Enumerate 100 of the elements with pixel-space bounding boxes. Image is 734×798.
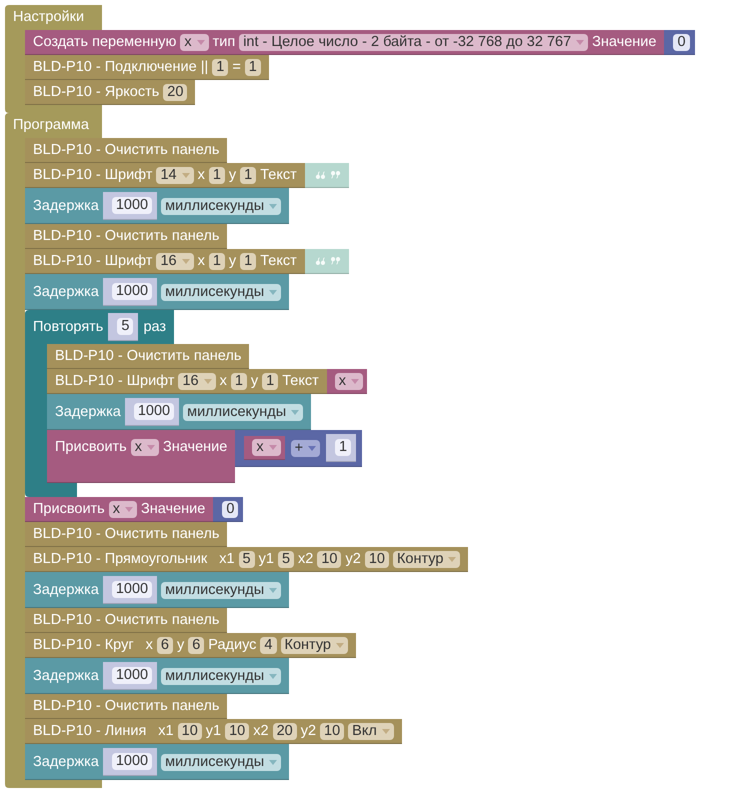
block-label: Повторять [33, 318, 104, 336]
param-label: x [198, 167, 205, 184]
block-label: Настройки [13, 9, 84, 26]
param-label: x [198, 253, 205, 270]
number-field: 6 [156, 637, 173, 654]
param-label: x2 [298, 551, 314, 568]
number-field: 1 [208, 167, 225, 184]
number-field: 5 [117, 318, 134, 335]
number-field: 1000 [112, 753, 152, 770]
param-label: y2 [345, 551, 361, 568]
param-label: раз [143, 318, 166, 336]
command-block [25, 522, 228, 547]
command-block [47, 344, 250, 369]
block-label: Задержка [33, 754, 99, 770]
option-dropdown: 16 [156, 253, 194, 270]
math-block [235, 430, 362, 467]
option-dropdown: Контур [392, 551, 460, 568]
param-label: Текст [260, 253, 297, 270]
number-field: 1000 [112, 283, 152, 300]
number-field: 1 [208, 253, 225, 270]
text-block [304, 249, 349, 274]
param-label: x1 [158, 723, 174, 740]
number-field: 1000 [112, 197, 152, 214]
unit-dropdown: миллисекунды [161, 582, 282, 598]
param-label: Текст [260, 167, 297, 184]
block-label: Задержка [33, 582, 99, 598]
number-field: 1000 [112, 581, 152, 598]
block-label: BLD-P10 - Яркость [33, 84, 160, 101]
number-block [326, 434, 356, 462]
block-label: BLD-P10 - Шрифт [33, 167, 152, 184]
command-block [25, 138, 228, 163]
param-label: Значение [163, 439, 228, 456]
assignment-block [25, 497, 214, 522]
block-label: Задержка [33, 198, 99, 214]
number-field: 10 [178, 723, 202, 740]
block-label: BLD-P10 - Очистить панель [55, 348, 242, 365]
param-label: y [228, 167, 236, 184]
param-label: x [146, 637, 153, 654]
block-label: BLD-P10 - Очистить панель [33, 228, 220, 245]
block-label: BLD-P10 - Подключение || [33, 59, 208, 76]
block-label: BLD-P10 - Круг [33, 637, 134, 654]
param-label: = [232, 59, 241, 76]
delay-block [25, 572, 290, 608]
command-block [25, 694, 228, 719]
number-block [213, 497, 244, 522]
unit-dropdown: миллисекунды [161, 284, 282, 300]
number-field: 1 [244, 59, 261, 76]
command-block [25, 719, 402, 744]
number-block [124, 398, 180, 426]
block-label: Задержка [33, 668, 99, 684]
text-block [304, 163, 349, 188]
number-field: 1 [240, 167, 256, 184]
command-block [25, 608, 228, 633]
number-field: 0 [673, 34, 690, 50]
number-field: 5 [238, 551, 255, 568]
number-field: 1000 [112, 667, 152, 684]
param-label: y [250, 373, 258, 390]
block-label: Присвоить [33, 501, 105, 518]
param-label: y1 [206, 723, 222, 740]
number-block [102, 748, 158, 776]
block-label: BLD-P10 - Шрифт [33, 253, 152, 270]
number-block [102, 576, 158, 604]
command-block [25, 55, 269, 80]
param-label: x [220, 373, 227, 390]
block-label: Присвоить [55, 439, 127, 456]
command-block [25, 249, 305, 274]
number-field: 6 [188, 637, 204, 654]
variable-dropdown: x [130, 439, 159, 456]
number-block [664, 30, 695, 55]
block-label: BLD-P10 - Очистить панель [33, 142, 220, 159]
number-field: 0 [222, 500, 238, 518]
block-label: BLD-P10 - Шрифт [55, 373, 174, 390]
delay-block [47, 394, 312, 430]
variable-getter-block [244, 436, 285, 460]
param-label: y1 [258, 551, 274, 568]
variable-declaration-block [25, 30, 664, 55]
variable-getter-block [326, 369, 367, 394]
param-label: Значение [592, 34, 656, 51]
block-label: BLD-P10 - Очистить панель [33, 612, 220, 629]
block-label: Задержка [55, 404, 121, 420]
number-field: 20 [272, 723, 297, 740]
number-field: 5 [278, 551, 294, 568]
option-dropdown: Вкл [348, 723, 394, 740]
number-field: 20 [163, 84, 188, 101]
param-label: тип [212, 34, 236, 51]
delay-block [25, 188, 290, 224]
unit-dropdown: миллисекунды [183, 404, 304, 420]
number-field: 1 [212, 59, 228, 76]
variable-dropdown: x [180, 34, 209, 51]
number-field: 1 [335, 439, 352, 456]
option-dropdown: 16 [178, 373, 216, 390]
number-block [102, 278, 158, 306]
block-label: Задержка [33, 284, 99, 300]
number-block [102, 192, 158, 220]
command-block [25, 80, 196, 105]
variable-dropdown: x [252, 439, 281, 456]
number-field: 10 [225, 723, 250, 740]
option-dropdown: Контур [280, 637, 348, 654]
number-field: 1000 [134, 403, 174, 420]
number-field: 1 [262, 373, 278, 390]
